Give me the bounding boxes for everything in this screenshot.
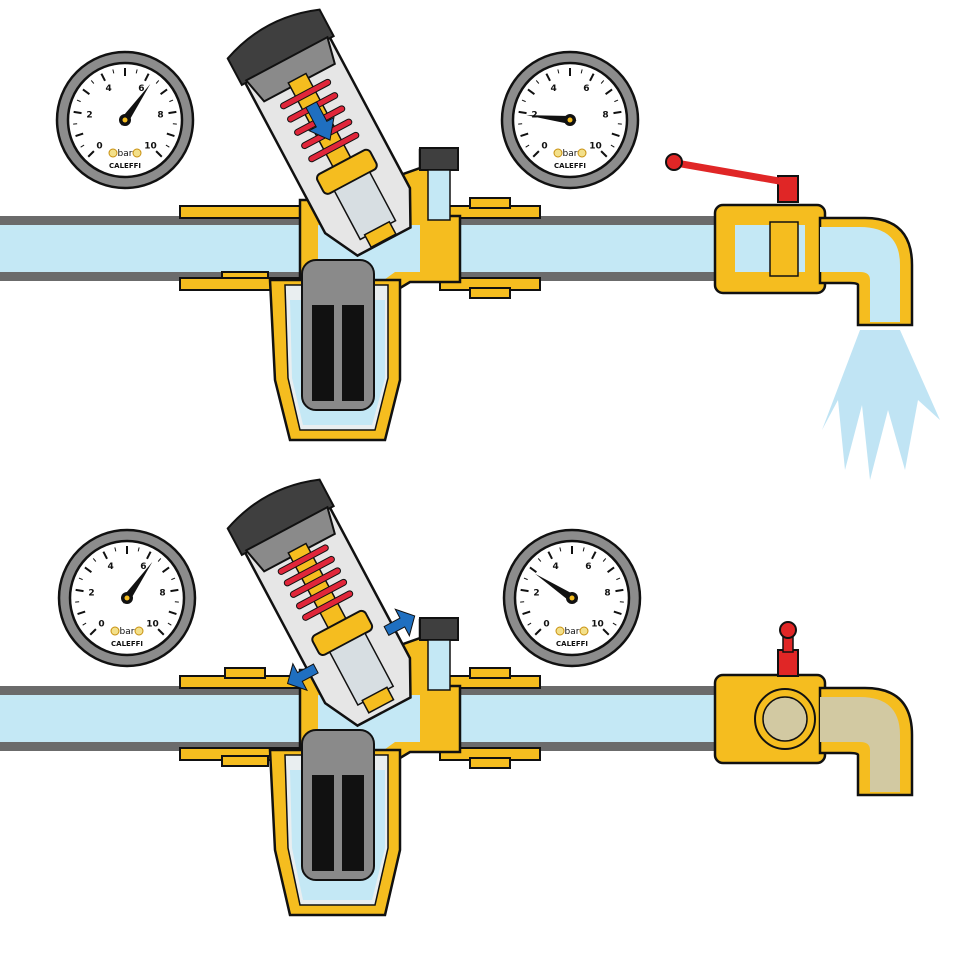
- gauge-unit: bar: [565, 627, 580, 637]
- gauge-tick-label: 2: [86, 110, 92, 120]
- inlet-pipe: [0, 216, 320, 281]
- gauge-screw: [578, 149, 586, 157]
- valve-lever: [676, 163, 785, 182]
- gauge-tick-label: 8: [159, 588, 165, 598]
- gauge-screw: [133, 149, 141, 157]
- gauge-tick-label: 4: [551, 84, 557, 94]
- gauge-brand: CALEFFI: [109, 162, 141, 170]
- spout: [820, 688, 912, 795]
- gauge-tick: [170, 590, 178, 591]
- gauge-tick-label: 4: [553, 562, 559, 572]
- gauge-screw: [554, 149, 562, 157]
- gauge-tick-label: 8: [602, 110, 608, 120]
- gauge-screw: [580, 627, 588, 635]
- gauge-tick: [168, 112, 176, 113]
- gauge-tick-label: 8: [157, 110, 163, 120]
- gauge-tick: [615, 590, 623, 591]
- gauge-unit: bar: [118, 149, 133, 159]
- ball-valve-icon: [715, 622, 825, 763]
- gauge-tick-label: 4: [108, 562, 114, 572]
- gauge-tick-label: 0: [98, 619, 104, 629]
- filter-bowl: [270, 260, 400, 440]
- gauge-tick: [519, 112, 527, 113]
- gauge-unit: bar: [563, 149, 578, 159]
- gauge-tick-label: 8: [604, 588, 610, 598]
- gauge-screw: [111, 627, 119, 635]
- gauge-tick: [521, 590, 529, 591]
- gauge-brand: CALEFFI: [111, 640, 143, 648]
- gauge-tick-label: 0: [96, 141, 102, 151]
- gauge-brand: CALEFFI: [554, 162, 586, 170]
- gauge-tick-label: 4: [106, 84, 112, 94]
- inlet-pipe: [0, 686, 320, 751]
- gauge-screw: [556, 627, 564, 635]
- gauge-tick-label: 10: [591, 619, 604, 629]
- gauge-tick-label: 0: [541, 141, 547, 151]
- gauge-tick: [74, 112, 82, 113]
- gauge-brand: CALEFFI: [556, 640, 588, 648]
- gauge-tick-label: 0: [543, 619, 549, 629]
- gauge-tick-label: 10: [144, 141, 157, 151]
- outlet-pipe: [420, 686, 760, 751]
- gauge-hub-cap: [125, 596, 130, 601]
- filter-bowl: [270, 730, 400, 915]
- gauge-hub-cap: [123, 118, 128, 123]
- gauge-hub-cap: [570, 596, 575, 601]
- gauge-screw: [135, 627, 143, 635]
- gauge-hub-cap: [568, 118, 573, 123]
- gauge-tick-label: 6: [585, 562, 591, 572]
- gauge-tick-label: 10: [589, 141, 602, 151]
- gauge-tick: [613, 112, 621, 113]
- outlet-pipe: [420, 216, 760, 281]
- gauge-tick-label: 2: [88, 588, 94, 598]
- water-spray: [822, 330, 940, 480]
- gauge-screw: [109, 149, 117, 157]
- gauge-tick-label: 6: [583, 84, 589, 94]
- gauge-tick-label: 10: [146, 619, 159, 629]
- spout: [820, 218, 912, 325]
- gauge-unit: bar: [120, 627, 135, 637]
- gauge-tick-label: 2: [533, 588, 539, 598]
- gauge-tick: [76, 590, 84, 591]
